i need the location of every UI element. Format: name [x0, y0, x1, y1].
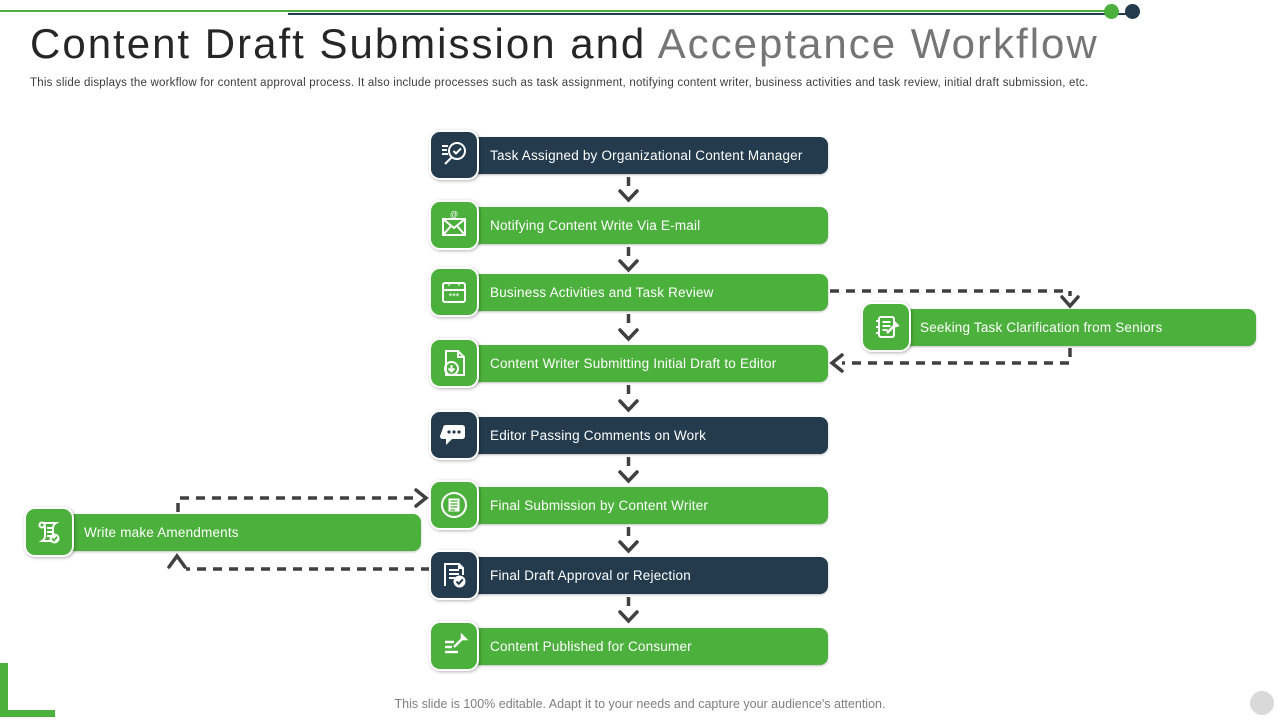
document-check-icon [429, 550, 479, 600]
flow-step-label: Editor Passing Comments on Work [490, 427, 707, 443]
document-download-icon [429, 338, 479, 388]
flow-step-content-published: Content Published for Consumer [450, 627, 828, 665]
svg-text:@: @ [450, 210, 458, 219]
flow-step-editor-comments: Editor Passing Comments on Work [450, 416, 828, 454]
footer-note: This slide is 100% editable. Adapt it to… [394, 697, 886, 711]
notepad-pencil-icon [861, 302, 911, 352]
flow-step-notifying-email: Notifying Content Write Via E-mail [450, 206, 828, 244]
flow-step-label: Content Writer Submitting Initial Draft … [490, 355, 777, 371]
gray-circle-decoration [1250, 691, 1274, 715]
flow-step-label: Final Submission by Content Writer [490, 497, 709, 513]
flow-step-business-activities: Business Activities and Task Review [450, 273, 828, 311]
title-secondary: Acceptance Workflow [657, 20, 1099, 67]
flow-step-write-amendments: Write make Amendments [47, 513, 421, 551]
flow-step-label: Content Published for Consumer [490, 638, 692, 654]
page-title: Content Draft Submission and Acceptance … [30, 20, 1099, 68]
slide-subtitle: This slide displays the workflow for con… [30, 77, 1089, 89]
flow-step-task-assigned: Task Assigned by Organizational Content … [450, 136, 828, 174]
svg-text:*: * [448, 284, 451, 291]
flow-step-seeking-clarification: Seeking Task Clarification from Seniors [884, 309, 1256, 346]
document-circle-icon [429, 480, 479, 530]
calendar-icon: ***** [429, 267, 479, 317]
flow-step-label: Business Activities and Task Review [490, 284, 714, 300]
scroll-check-icon [24, 507, 74, 557]
flow-step-label: Notifying Content Write Via E-mail [490, 217, 701, 233]
accent-dot-green [1104, 4, 1119, 19]
email-icon: @ [429, 200, 479, 250]
task-search-icon [429, 130, 479, 180]
flow-step-label: Final Draft Approval or Rejection [490, 567, 691, 583]
flow-step-initial-draft: Content Writer Submitting Initial Draft … [450, 344, 828, 382]
svg-text:*: * [458, 284, 461, 291]
svg-text:***: *** [449, 292, 460, 302]
flow-step-label: Seeking Task Clarification from Seniors [920, 320, 1163, 335]
accent-dot-navy [1125, 4, 1140, 19]
corner-accent-vertical [0, 663, 8, 717]
top-accent-line-green [0, 10, 1110, 12]
comments-icon [429, 410, 479, 460]
top-accent-line-navy [288, 13, 1133, 15]
flow-step-label: Task Assigned by Organizational Content … [490, 147, 803, 163]
flow-step-final-approval: Final Draft Approval or Rejection [450, 556, 828, 594]
title-primary: Content Draft Submission and [30, 20, 658, 67]
flow-step-label: Write make Amendments [84, 524, 239, 540]
flow-step-final-submission: Final Submission by Content Writer [450, 486, 828, 524]
corner-accent-horizontal [0, 710, 55, 717]
publish-edit-icon [429, 621, 479, 671]
